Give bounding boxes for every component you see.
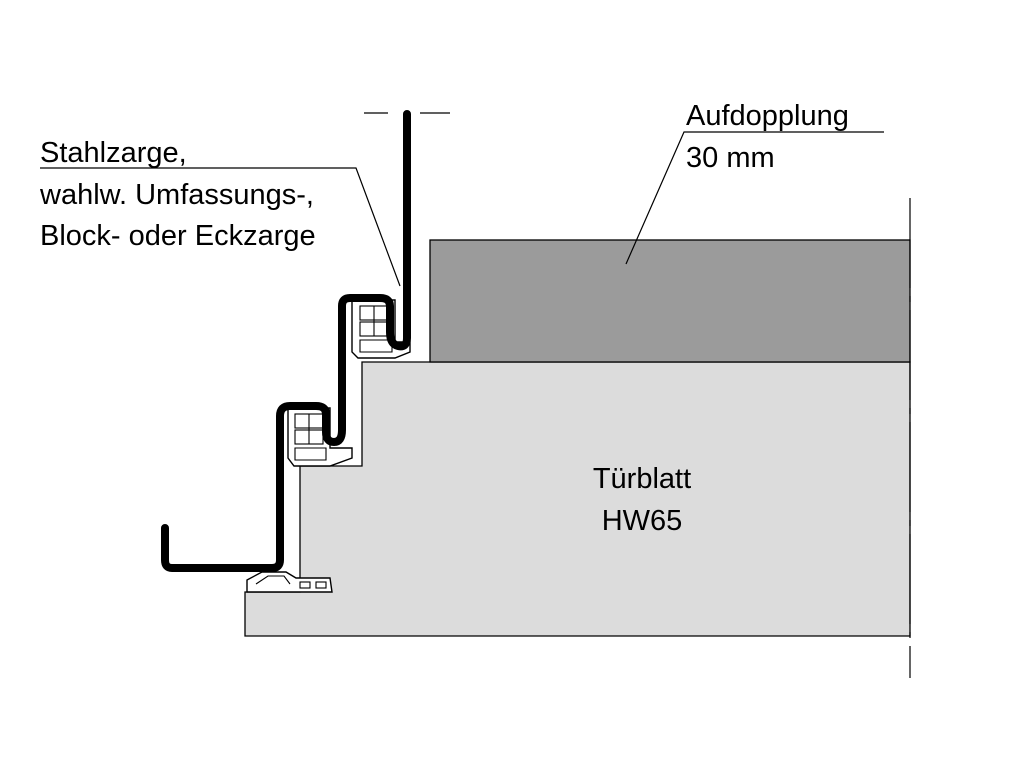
cover-panel	[429, 239, 911, 363]
leaf-label-line2: HW65	[602, 505, 683, 537]
cover-label-line1: Aufdopplung	[686, 100, 849, 132]
frame-label-leader	[40, 167, 401, 287]
steel-frame-profile	[161, 110, 411, 572]
cover-label-leader	[625, 131, 884, 265]
frame-label-line1: Stahlzarge,	[40, 137, 187, 169]
leaf-label-line1: Türblatt	[593, 463, 691, 495]
frame-label-line2: wahlw. Umfassungs-,	[39, 179, 314, 211]
frame-label-line3: Block- oder Eckzarge	[40, 220, 316, 252]
cover-label-line2: 30 mm	[686, 142, 775, 174]
middle-seal-profile	[287, 407, 353, 467]
